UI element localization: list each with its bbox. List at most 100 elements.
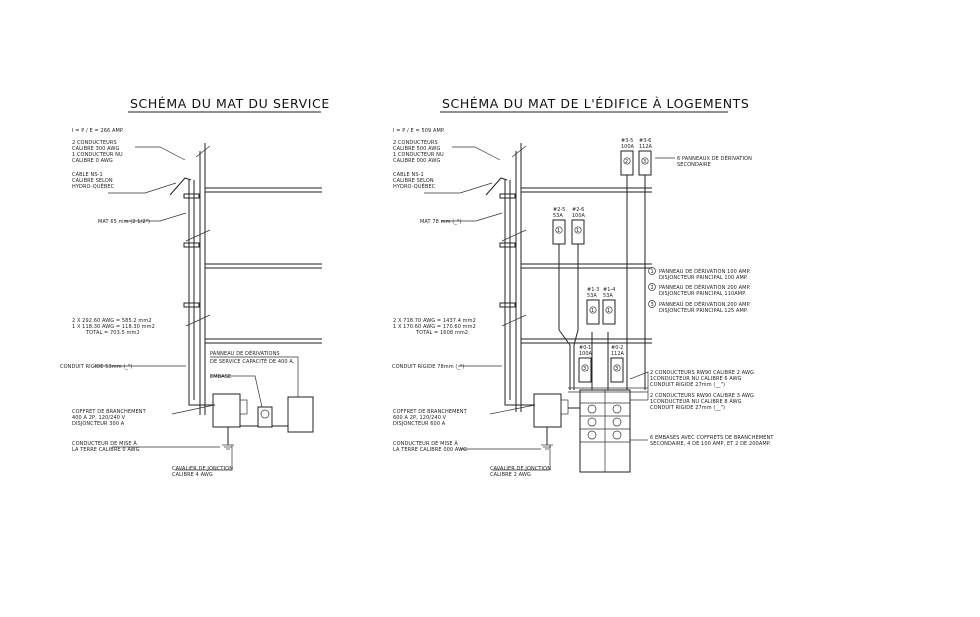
- panel-box: [620, 150, 634, 176]
- left-panel-box: [287, 396, 314, 433]
- panel-box: [602, 299, 616, 325]
- right-label: SECONDAIRE, 4 DE 100 AMP, ET 2 DE 200AMP…: [650, 441, 771, 447]
- panel-amp: 112A: [639, 144, 653, 150]
- panel-amp: 112A: [611, 351, 625, 357]
- right-label: DISJONCTEUR PRINCIPAL 110AMP.: [659, 291, 747, 297]
- right-label: 2 CONDUCTEURS RW90 CALIBRE 2 AWG: [650, 370, 754, 376]
- left-label: PANNEAU DE DÉRIVATIONS: [210, 349, 280, 357]
- left-label: LA TERRE CALIBRE 0 AWG: [72, 447, 140, 453]
- left-building: [185, 143, 322, 415]
- right-label: 2 CONDUCTEURS: [393, 140, 438, 146]
- panel-box: [610, 357, 624, 383]
- right-panels: 2 3 1 1 1 1 3 3 #3-5 100A #3-6 112A #2-5…: [552, 138, 653, 383]
- panel-box: [571, 219, 585, 245]
- panel-box: [578, 357, 592, 383]
- right-label: CONDUIT RIGIDE 27mm (__"): [650, 382, 725, 388]
- panel-box: [552, 219, 566, 245]
- right-label: 1 X 170.60 AWG = 170.60 mm2: [393, 324, 476, 330]
- left-meter-base: [257, 406, 273, 428]
- right-label: 6 PANNEAUX DE DÉRIVATION: [677, 154, 752, 162]
- right-title: SCHÉMA DU MAT DE L'ÉDIFICE À LOGEMENTS: [442, 96, 749, 111]
- right-label: CONDUIT RIGIDE 27mm (__"): [650, 405, 725, 411]
- panel-type: 3: [643, 159, 646, 165]
- panel-id: #3-5: [621, 138, 633, 144]
- right-label: CALIBRE 500 AWG: [393, 146, 440, 152]
- left-label: I = P / E = 266 AMP.: [72, 128, 124, 134]
- right-label: PANNEAU DE DÉRIVATION 200 AMP.: [659, 283, 751, 291]
- right-label: MAT 78 mm (_"): [420, 219, 461, 225]
- left-label: CABLE NS-1: [72, 172, 103, 178]
- panel-type: 1: [576, 228, 579, 234]
- right-label: I = P / E = 509 AMP.: [393, 128, 445, 134]
- right-diagram: SCHÉMA DU MAT DE L'ÉDIFICE À LOGEMENTS: [392, 96, 774, 478]
- right-label: CALIBRE 000 AWG: [393, 158, 440, 164]
- left-diagram: SCHÉMA DU MAT DU SERVICE: [60, 96, 330, 478]
- panel-id: #1-3: [587, 287, 599, 293]
- panel-type: 3: [615, 366, 618, 372]
- left-label: COFFRET DE BRANCHEMENT: [72, 409, 147, 415]
- right-label: LA TERRE CALIBRE 000 AWG: [393, 447, 467, 453]
- right-legend: 1 2 3: [648, 267, 656, 308]
- right-label: 600 A 2P, 120/240 V: [393, 415, 447, 421]
- svg-text:1: 1: [651, 269, 654, 275]
- left-label: CAVALIER DE JONCTION: [172, 466, 233, 472]
- panel-box: [638, 150, 652, 176]
- left-label: 1 CONDUCTEUR NU: [72, 152, 123, 158]
- right-service-box: [533, 393, 562, 428]
- left-label: 400 A 2P, 120/240 V: [72, 415, 126, 421]
- right-label: 6 EMBASES AVEC COFFRETS DE BRANCHEMENT: [650, 435, 774, 441]
- right-label: COFFRET DE BRANCHEMENT: [393, 409, 468, 415]
- right-label: 1CONDUCTEUR NU CALIBRE 8 AWG: [650, 399, 742, 405]
- panel-amp: 100A: [621, 144, 635, 150]
- panel-id: #1-4: [603, 287, 615, 293]
- right-label: CONDUCTEUR DE MISE À: [393, 440, 458, 447]
- left-equipment: [212, 393, 314, 450]
- right-building: [501, 143, 652, 412]
- right-label: CALIBRE SELON: [393, 178, 434, 184]
- left-label: 2 CONDUCTEURS: [72, 140, 117, 146]
- panel-amp: 53A: [553, 213, 563, 219]
- panel-id: #3-6: [639, 138, 651, 144]
- left-label: CONDUIT RIGIDE 53mm (_"): [60, 364, 133, 370]
- right-leaders: [424, 146, 675, 471]
- right-label: SECONDAIRE: [677, 162, 711, 168]
- panel-id: #2-5: [553, 207, 565, 213]
- left-label: HYDRO-QUÉBEC: [72, 182, 115, 190]
- svg-text:2: 2: [651, 285, 654, 291]
- left-label: DISJONCTEUR 300 A: [72, 421, 125, 427]
- right-label: 1 CONDUCTEUR NU: [393, 152, 444, 158]
- panel-type: 2: [625, 159, 628, 165]
- svg-text:3: 3: [651, 302, 654, 308]
- panel-amp: 100A: [572, 213, 586, 219]
- panel-id: #2-6: [572, 207, 584, 213]
- left-label: CALIBRE 4 AWG: [172, 472, 213, 478]
- right-conductors: [558, 175, 648, 393]
- panel-type: 1: [591, 308, 594, 314]
- left-label: MAT 65 mm (2 1/2"): [98, 219, 150, 225]
- right-label: CONDUIT RIGIDE 78mm (_"): [392, 364, 465, 370]
- right-label: DISJONCTEUR PRINCIPAL 125 AMP.: [659, 308, 748, 314]
- right-label: CABLE NS-1: [393, 172, 424, 178]
- left-label: CONDUCTEUR DE MISE À: [72, 440, 137, 447]
- right-label: PANNEAU DE DÉRIVATION 200 AMP.: [659, 300, 751, 308]
- panel-amp: 53A: [603, 293, 613, 299]
- right-label: TOTAL = 1608 mm2: [415, 330, 468, 336]
- right-labels: I = P / E = 509 AMP. 2 CONDUCTEURS CALIB…: [392, 128, 774, 478]
- right-label: CAVALIER DE JONCTION: [490, 466, 551, 472]
- panel-type: 1: [557, 228, 560, 234]
- panel-type: 3: [583, 366, 586, 372]
- left-label: DE SERVICE CAPACITÉ DE 400 A.: [210, 357, 295, 365]
- right-label: 2 CONDUCTEURS RW90 CALIBRE 3 AWG: [650, 393, 754, 399]
- left-service-box: [212, 393, 241, 428]
- right-label: CALIBRE 2 AWG: [490, 472, 531, 478]
- right-mast: [485, 177, 535, 406]
- left-label: CALIBRE SELON: [72, 178, 113, 184]
- left-title: SCHÉMA DU MAT DU SERVICE: [130, 96, 330, 111]
- right-label: DISJONCTEUR PRINCIPAL 100 AMP.: [659, 275, 748, 281]
- left-labels: I = P / E = 266 AMP. 2 CONDUCTEURS CALIB…: [60, 128, 295, 478]
- left-label: TOTAL = 703.5 mm2: [85, 330, 140, 336]
- right-equipment: [533, 389, 631, 473]
- right-label: 1CONDUCTEUR NU CALIBRE 6 AWG: [650, 376, 742, 382]
- panel-box: [586, 299, 600, 325]
